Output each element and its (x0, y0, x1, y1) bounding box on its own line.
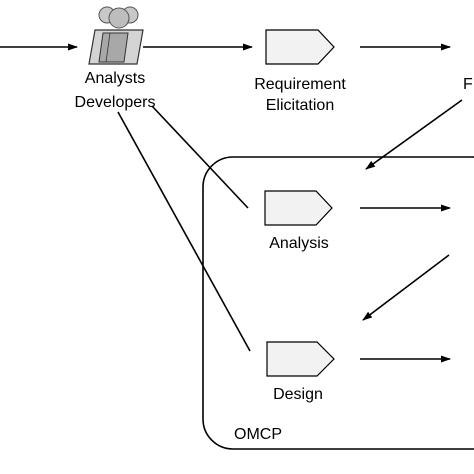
design-shape (266, 341, 335, 377)
analysis-shape (264, 190, 333, 226)
requirement-elicitation-shape (265, 29, 335, 65)
cut-off-label: F (463, 76, 473, 93)
omcp-label: OMCP (234, 426, 282, 443)
people-group-icon (88, 6, 144, 65)
arrow-into-design (362, 254, 450, 321)
omcp-region (202, 156, 474, 450)
association-actor-design (117, 111, 251, 352)
arrow-into-analysis (365, 99, 463, 170)
association-actor-analysis (151, 105, 249, 209)
requirement-elicitation-label-line2: Elicitation (266, 97, 334, 114)
design-label: Design (273, 386, 323, 403)
actor-label-developers: Developers (75, 94, 156, 111)
requirement-elicitation-label-line1: Requirement (254, 76, 346, 93)
actor-label-analysts: Analysts (85, 70, 145, 87)
analysis-label: Analysis (269, 235, 329, 252)
